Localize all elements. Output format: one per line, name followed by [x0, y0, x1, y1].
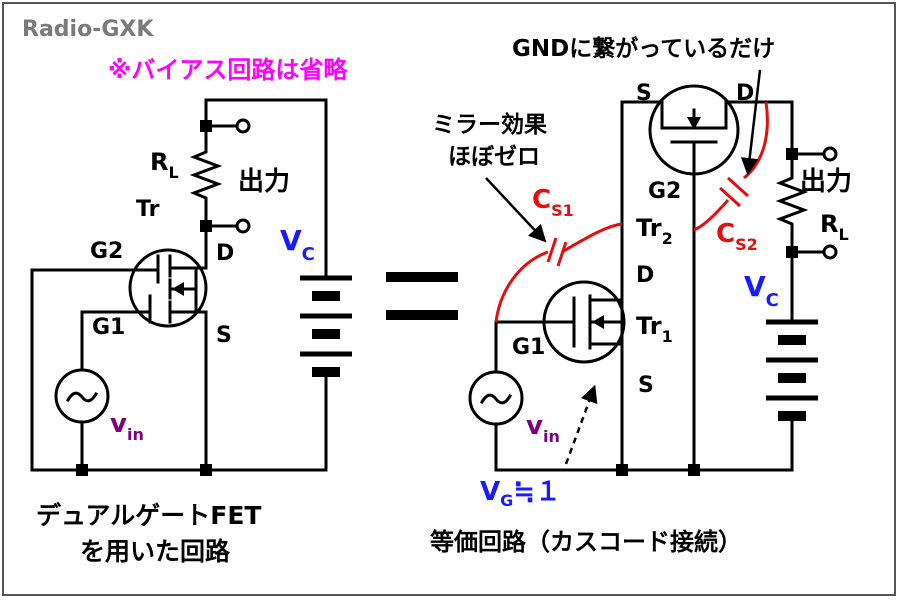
left-node-ground-1: [76, 464, 88, 476]
right-cs1-plate-2: [556, 241, 568, 267]
right-cs1-wire-left: [494, 250, 549, 323]
left-g1-wire: [80, 310, 152, 370]
right-label-miller-line1: ミラー効果: [432, 111, 547, 138]
left-output-terminal-bottom[interactable]: [235, 218, 251, 234]
right-cs2-plate-2: [718, 186, 742, 208]
left-label-output: 出力: [238, 167, 290, 197]
right-node-ground-1: [616, 464, 628, 476]
left-source-wire: [168, 310, 208, 472]
right-ac-sine: [479, 393, 513, 405]
right-caption: 等価回路（カスコード接続）: [430, 528, 742, 556]
left-label-g1: G1: [92, 315, 125, 340]
right-output-terminal-bottom[interactable]: [822, 244, 838, 260]
left-label-rl: RL: [150, 148, 179, 182]
right-cs1-plate-1: [546, 237, 558, 263]
left-label-g2: G2: [90, 239, 123, 264]
right-label-vc: VC: [744, 270, 779, 311]
right-arrow-gnd-note: [740, 69, 762, 176]
right-label-g1: G1: [512, 335, 545, 360]
right-label-s-low: S: [638, 373, 654, 398]
left-top-rail: [204, 98, 328, 280]
right-label-d-mid: D: [636, 263, 654, 288]
right-label-cs1: CS1: [532, 185, 574, 220]
right-cs2-plate-1: [726, 176, 750, 198]
right-tr1-drain-wire: [588, 268, 624, 302]
left-label-tr: Tr: [136, 197, 160, 222]
right-label-gnd-note: GNDに繋がっているだけ: [512, 35, 775, 62]
right-arrow-vg: [564, 384, 598, 465]
left-drain-wire: [168, 230, 208, 270]
right-label-d-top: D: [736, 81, 754, 106]
right-label-output: 出力: [800, 167, 852, 197]
right-label-rl: RL: [820, 210, 849, 244]
right-tr2-arrow: [687, 117, 701, 130]
right-arrow-miller: [485, 177, 547, 243]
right-label-vin: vin: [526, 411, 560, 446]
left-node-ground-2: [200, 464, 212, 476]
left-fet-arrow: [172, 282, 184, 296]
left-resistor-rl: [189, 130, 223, 222]
right-label-cs2: CS2: [716, 219, 758, 254]
right-resistor-rl: [775, 158, 809, 248]
right-label-g2: G2: [648, 179, 681, 204]
right-label-miller-line2: ほぼゼロ: [448, 144, 540, 170]
equals-bar-top: [386, 272, 458, 282]
right-tr1-arrow: [592, 315, 604, 329]
right-cs1-wire-right: [561, 222, 623, 254]
bias-omitted-note: ※バイアス回路は省略: [108, 56, 348, 84]
left-label-vin: vin: [110, 409, 144, 444]
watermark-text: Radio-GXK: [22, 17, 154, 42]
left-caption-line1: デュアルゲートFET: [36, 501, 261, 530]
equals-bar-bottom: [386, 310, 458, 320]
right-label-tr1: Tr1: [636, 312, 673, 346]
right-label-tr2: Tr2: [636, 214, 673, 248]
left-label-s: S: [216, 323, 232, 348]
left-dual-gate-fet-circle: [128, 248, 208, 328]
right-node-ground-2: [688, 464, 700, 476]
right-label-vg: VG≒１: [480, 477, 561, 510]
left-node-top: [200, 120, 212, 132]
right-circuit: GNDに繋がっているだけ ミラー効果 ほぼゼロ CS1 CS2 S D G2 T…: [430, 35, 852, 556]
left-label-d: D: [216, 241, 234, 266]
left-output-terminal-top[interactable]: [235, 118, 251, 134]
left-ac-sine: [65, 391, 99, 403]
right-tr2-drain-wire: [724, 100, 794, 152]
right-label-s-top: S: [636, 81, 652, 106]
right-output-terminal-top[interactable]: [822, 146, 838, 162]
left-g2-wire: [30, 268, 160, 472]
left-caption-line2: を用いた回路: [80, 537, 231, 566]
right-cs2-wire-bottom: [693, 199, 730, 232]
left-label-vc: VC: [280, 224, 315, 265]
left-circuit: RL 出力 Tr G2 D G1 S VC vin デュアルゲートFET を用い…: [30, 98, 352, 566]
